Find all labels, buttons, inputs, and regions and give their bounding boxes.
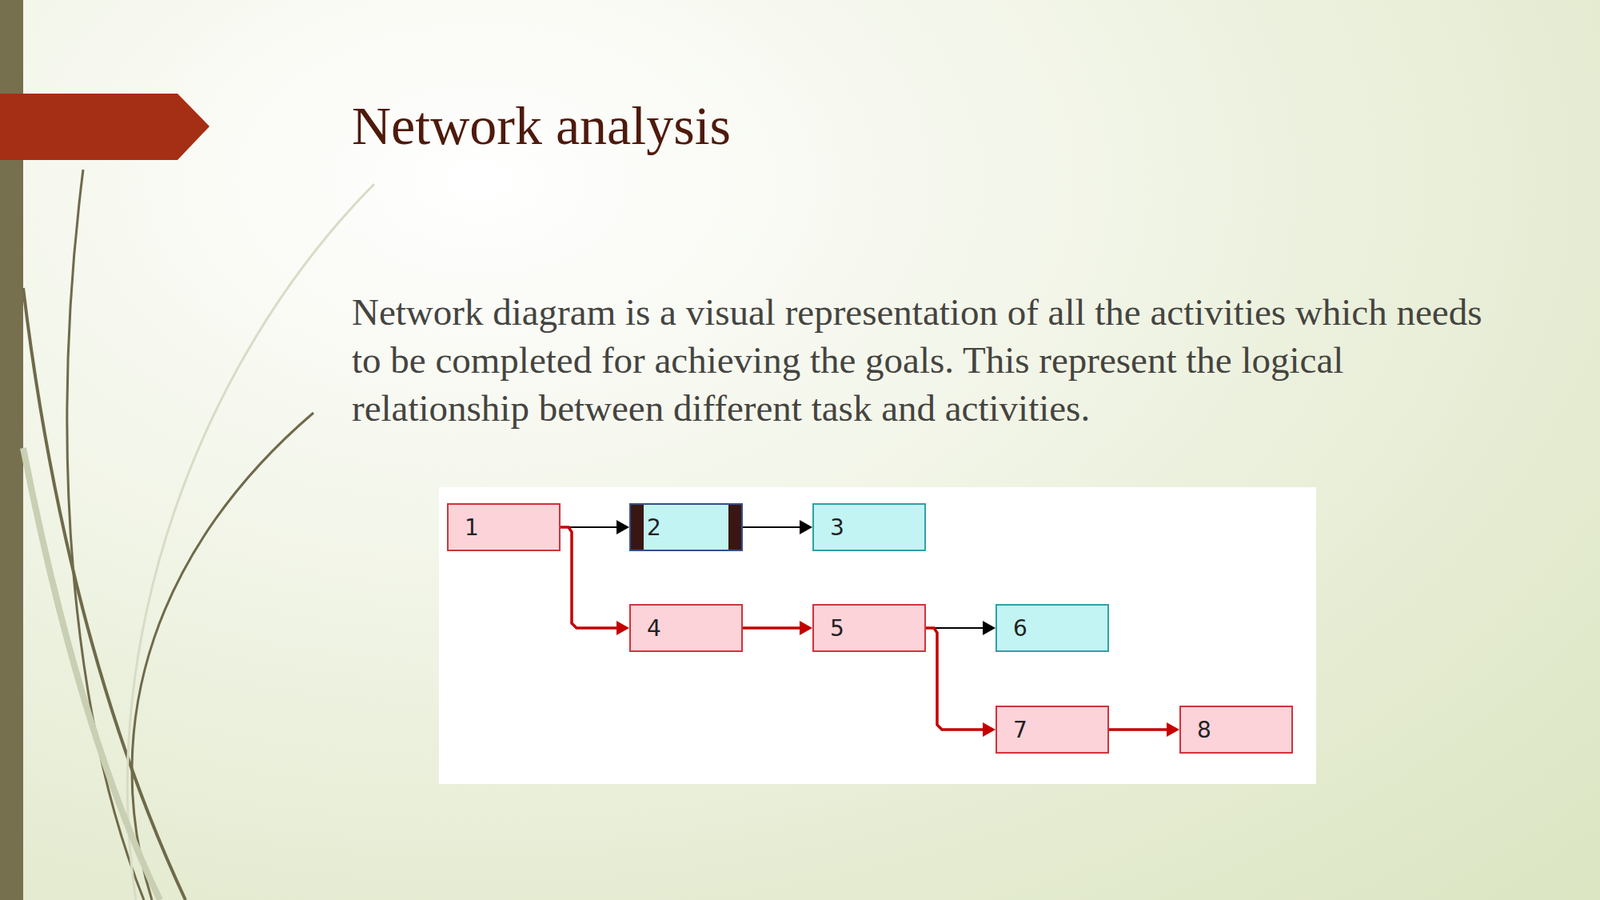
activity-box: 7 <box>995 705 1110 754</box>
critical-path-arrow <box>560 526 630 635</box>
activity-number: 8 <box>1197 716 1212 743</box>
critical-path-arrow <box>742 620 813 635</box>
activity-box: 2 <box>629 502 743 551</box>
activity-box: 6 <box>995 603 1110 652</box>
activity-number: 3 <box>829 514 845 541</box>
slide-title: Network analysis <box>351 94 731 158</box>
activity-number: 6 <box>1013 614 1028 642</box>
activity-number: 7 <box>1013 716 1028 743</box>
title-banner <box>0 93 210 160</box>
critical-path-arrow <box>1109 722 1180 737</box>
body-text: Network diagram is a visual representati… <box>351 287 1488 432</box>
activity-number: 5 <box>829 614 845 642</box>
activity-number: 4 <box>646 614 662 642</box>
activity-number: 2 <box>646 514 662 541</box>
critical-path-arrow <box>925 627 996 737</box>
dependency-arrow <box>742 519 813 535</box>
activity-box: 5 <box>812 603 926 652</box>
activity-box: 8 <box>1179 705 1293 754</box>
activity-number: 1 <box>464 514 479 541</box>
decorative-curves <box>23 169 375 900</box>
activity-box: 3 <box>812 502 926 551</box>
activity-box: 4 <box>629 603 743 652</box>
activity-box: 1 <box>446 502 561 551</box>
